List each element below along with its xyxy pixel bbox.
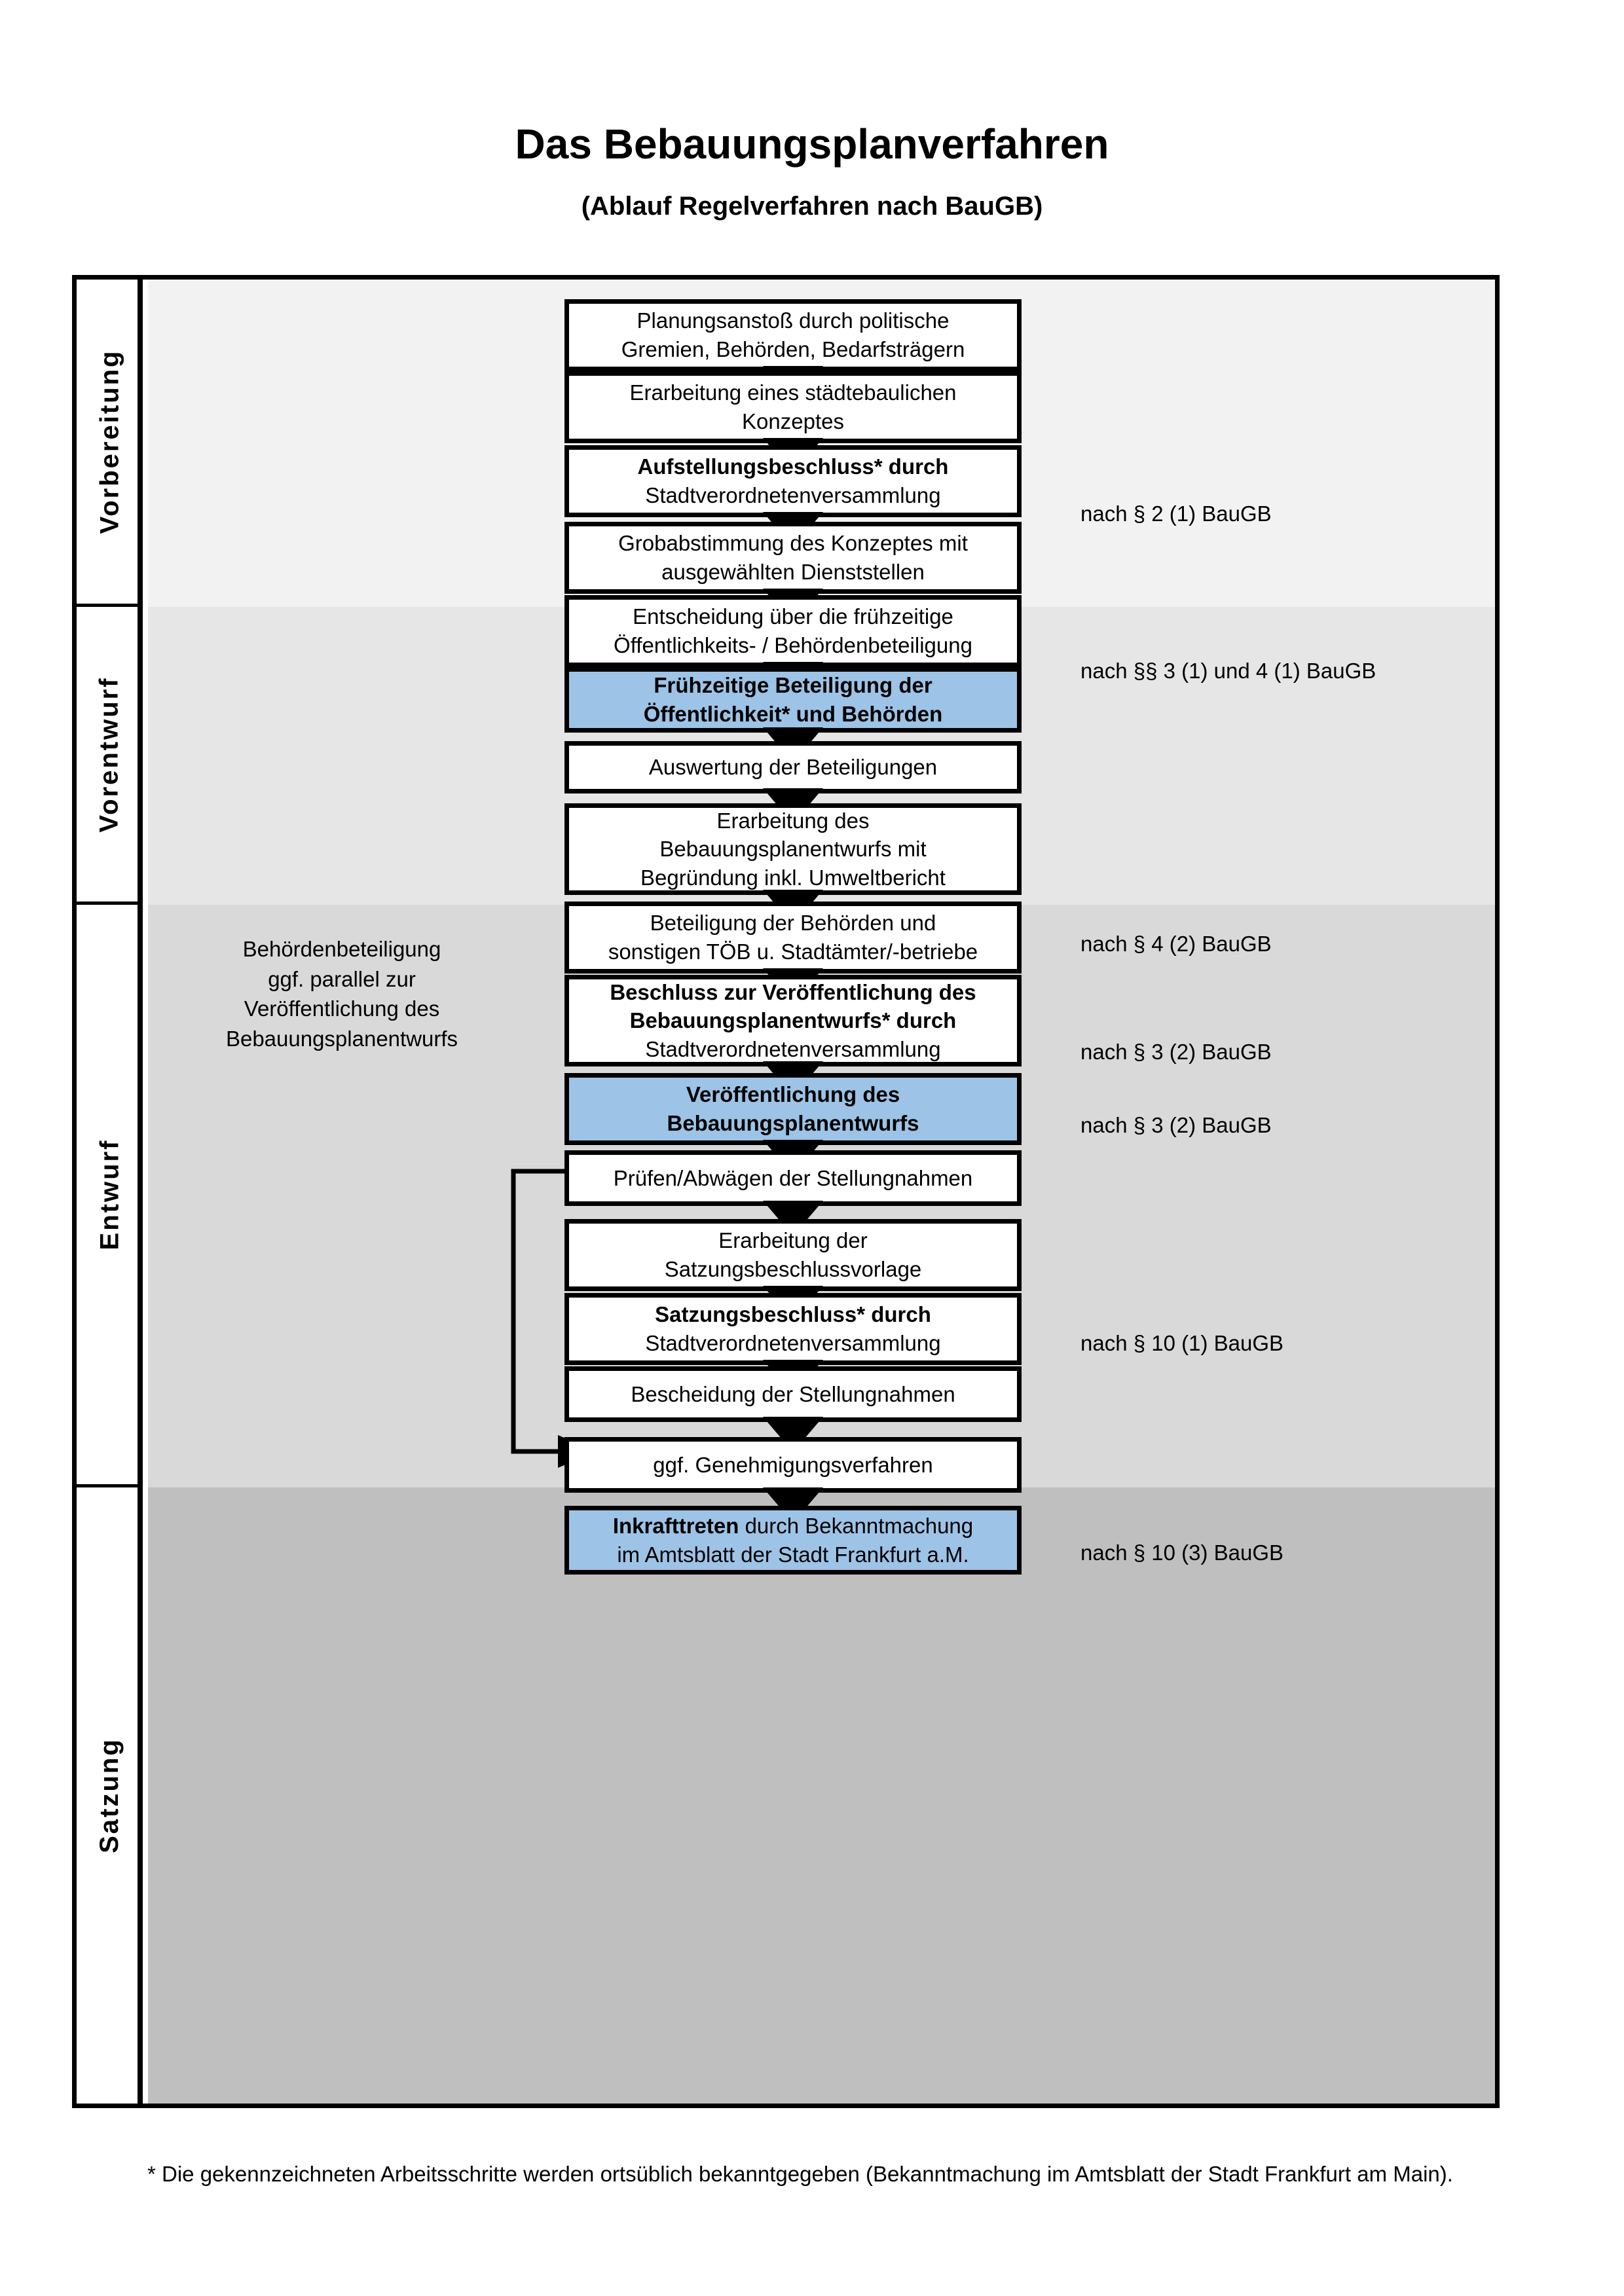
process-box-line: sonstigen TÖB u. Stadtämter/-betriebe [608,939,978,964]
process-box-line: Gremien, Behörden, Bedarfsträgern [621,337,965,361]
process-box-line: Bescheidung der Stellungnahmen [631,1381,955,1406]
process-box-line: Bebauungsplanentwurfs mit [659,837,927,862]
legal-reference-ref-par10-1: nach § 10 (1) BauGB [1080,1331,1284,1355]
process-box-line: Planungsanstoß durch politische [637,308,950,333]
process-box-inkrafttreten[interactable]: Inkrafttreten durch Bekanntmachung im Amt… [564,1506,1022,1575]
process-box-line: Inkrafttreten durch Bekanntmachung [612,1513,974,1538]
process-box-grobabstimmung[interactable]: Grobabstimmung des Konzeptes mit ausgewäh… [564,522,1022,594]
process-box-line: Beschluss zur Veröffentlichung des [610,979,976,1004]
process-box-line: Aufstellungsbeschluss* durch [637,454,949,479]
side-annotation-line: ggf. parallel zur [268,966,416,991]
process-box-line: ausgewählten Dienststellen [661,560,925,584]
process-box-line: Konzeptes [742,409,844,433]
process-box-line: Erarbeitung des [716,808,870,833]
process-box-line: Erarbeitung der [718,1228,868,1253]
phase-label-entwurf: Entwurf [77,905,143,1487]
process-box-line: Satzungsbeschluss* durch [655,1302,931,1327]
process-box-line: Begründung inkl. Umweltbericht [640,865,946,890]
phase-label-satzung: Satzung [77,1487,143,2104]
legal-reference-ref-par3-2-b: nach § 3 (2) BauGB [1080,1113,1272,1137]
phase-label-text: Vorentwurf [95,676,124,833]
process-box-line: Grobabstimmung des Konzeptes mit [618,531,968,556]
process-box-beteiligung-behoerden-toeb[interactable]: Beteiligung der Behörden und sonstigen TÖ… [564,902,1022,974]
phase-band-satzung [148,1487,1495,2104]
legal-reference-ref-par3-2-a: nach § 3 (2) BauGB [1080,1040,1272,1064]
page-subtitle: (Ablauf Regelverfahren nach BauGB) [581,192,1043,221]
legal-reference-ref-par3-1-4-1: nach §§ 3 (1) und 4 (1) BauGB [1080,659,1376,683]
process-box-pruefen-abwaegen[interactable]: Prüfen/Abwägen der Stellungnahmen [564,1150,1022,1206]
process-box-line: Beteiligung der Behörden und [650,911,936,936]
legal-reference-ref-par2-1: nach § 2 (1) BauGB [1080,501,1272,526]
side-annotation-line: Veröffentlichung des [244,996,440,1021]
footnote: * Die gekennzeichneten Arbeitsschritte w… [147,2162,1453,2186]
process-box-line: Veröffentlichung des [686,1082,900,1107]
process-box-line: Prüfen/Abwägen der Stellungnahmen [613,1165,973,1190]
process-box-line: Öffentlichkeit* und Behörden [643,702,943,726]
process-box-line: Erarbeitung eines städtebaulichen [629,380,957,405]
legal-reference-ref-par10-3: nach § 10 (3) BauGB [1080,1540,1284,1565]
process-box-line: Auswertung der Beteiligungen [648,755,938,780]
phase-label-text: Vorbereitung [95,349,124,534]
side-annotation-line: Bebauungsplanentwurfs [225,1026,458,1051]
process-box-line: Stadtverordnetenversammlung [645,483,941,507]
phase-label-text: Entwurf [95,1139,124,1250]
process-box-line: Frühzeitige Beteiligung der [654,673,932,698]
process-box-line: Bebauungsplanentwurfs [667,1111,919,1135]
process-box-auswertung-beteiligungen[interactable]: Auswertung der Beteiligungen [564,741,1022,793]
process-box-genehmigungsverfahren[interactable]: ggf. Genehmigungsverfahren [564,1437,1022,1493]
process-box-line: ggf. Genehmigungsverfahren [653,1452,933,1477]
title-block: Das Bebauungsplanverfahren (Ablauf Regel… [0,0,1624,221]
process-box-line: Öffentlichkeits- / Behördenbeteiligung [614,633,972,657]
phase-label-vorbereitung: Vorbereitung [77,280,143,607]
process-box-line: Bebauungsplanentwurfs* durch [629,1008,957,1033]
legal-reference-ref-par4-2: nach § 4 (2) BauGB [1080,932,1272,956]
process-box-bescheidung-stellungnahmen[interactable]: Bescheidung der Stellungnahmen [564,1366,1022,1422]
process-box-line: Satzungsbeschlussvorlage [664,1257,922,1281]
side-annotation-line: Behördenbeteiligung [242,937,441,961]
process-box-line: Stadtverordnetenversammlung [645,1036,941,1061]
process-box-line: Entscheidung über die frühzeitige [633,604,953,629]
process-box-line: im Amtsblatt der Stadt Frankfurt a.M. [617,1542,969,1567]
process-box-line: Stadtverordnetenversammlung [645,1331,941,1355]
page-title: Das Bebauungsplanverfahren [515,120,1109,168]
phase-label-text: Satzung [95,1738,124,1853]
phase-label-vorentwurf: Vorentwurf [77,607,143,905]
